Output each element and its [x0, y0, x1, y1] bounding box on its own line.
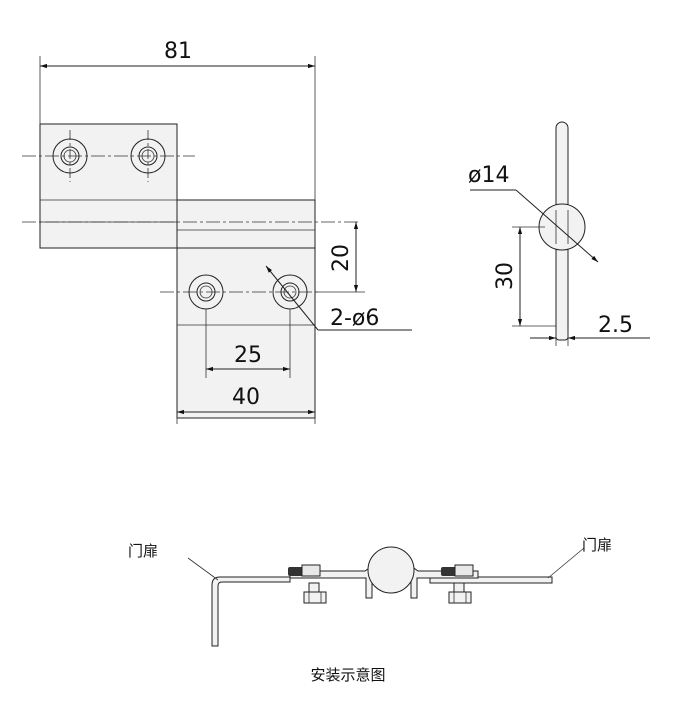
installation-schematic: 门扉 门扉 安装示意图 — [128, 536, 612, 684]
hole-leader — [265, 265, 319, 331]
right-door-leader — [547, 547, 585, 579]
hole-upper-left — [52, 138, 88, 174]
left-door-leader — [187, 557, 219, 581]
hole-lower-left — [188, 274, 224, 310]
dim-knuckle-offset: 30 — [493, 262, 518, 290]
front-view: 81 20 2-ø6 25 40 — [22, 39, 412, 424]
side-lower-plate — [555, 235, 569, 341]
diameter-leader — [515, 189, 599, 263]
upper-leaf — [39, 123, 178, 249]
dim-thickness: 2.5 — [598, 313, 633, 338]
bolt-nut-right — [448, 582, 472, 604]
hole-upper-right — [130, 138, 166, 174]
dim-total-width: 81 — [164, 39, 192, 64]
side-knuckle — [538, 203, 586, 251]
dim-pin-height: 20 — [329, 244, 354, 272]
side-view: ø14 30 2.5 — [468, 121, 650, 346]
right-door-label: 门扉 — [582, 536, 612, 554]
dim-knuckle-diameter: ø14 — [468, 163, 509, 188]
left-door — [211, 576, 291, 647]
dim-hole-spacing: 25 — [234, 343, 262, 368]
dim-leaf-width: 40 — [232, 385, 260, 410]
pin-knuckle — [176, 199, 316, 249]
hinge-knuckle — [367, 546, 415, 594]
install-caption: 安装示意图 — [310, 666, 385, 684]
bolt-nut-left — [303, 582, 327, 604]
dim-hole-callout: 2-ø6 — [330, 306, 379, 331]
left-door-label: 门扉 — [128, 542, 158, 560]
